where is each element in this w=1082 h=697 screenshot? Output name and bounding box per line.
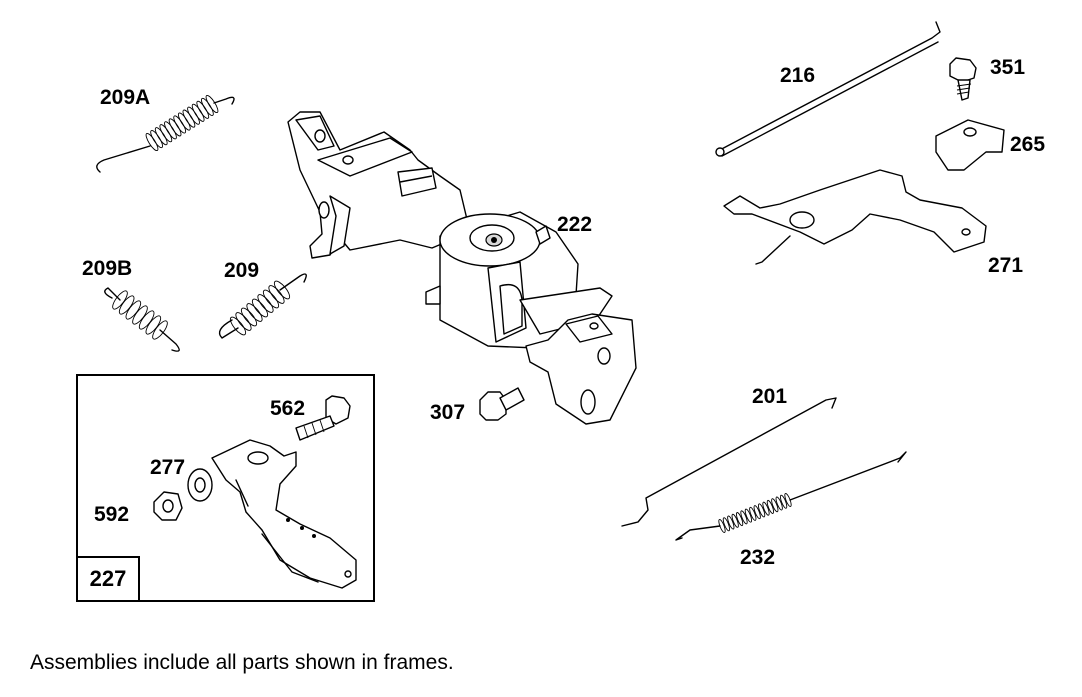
label-209a: 209A [100,86,151,109]
label-232: 232 [740,546,776,569]
label-271: 271 [988,254,1024,277]
assembly-frame-label: 227 [76,556,140,602]
spring-209b-drawing [104,287,180,352]
bolt-307-drawing [479,387,525,421]
lever-271-drawing [723,169,987,265]
label-201: 201 [752,385,788,408]
label-265: 265 [1010,133,1046,156]
label-209b: 209B [82,257,133,280]
screw-351-drawing [949,57,977,101]
label-592: 592 [94,503,130,526]
label-222: 222 [557,213,593,236]
label-209: 209 [224,259,260,282]
assembly-frame: 227 [76,374,375,602]
label-277: 277 [150,456,186,479]
rod-216-drawing [715,21,941,157]
label-307: 307 [430,401,466,424]
spring-232-drawing [675,451,907,541]
label-351: 351 [990,56,1026,79]
bracket-222-drawing [287,111,637,425]
label-216: 216 [780,64,816,87]
spring-209a-drawing [96,94,235,173]
nut-592-drawing [153,491,183,521]
footnote: Assemblies include all parts shown in fr… [30,651,454,674]
washer-277-drawing [187,468,213,502]
clip-265-drawing [935,119,1005,171]
rod-201-drawing [621,397,837,527]
spring-209-drawing [218,273,307,339]
lever-227-drawing [211,439,357,589]
bolt-562-drawing [295,395,351,441]
label-562: 562 [270,397,306,420]
